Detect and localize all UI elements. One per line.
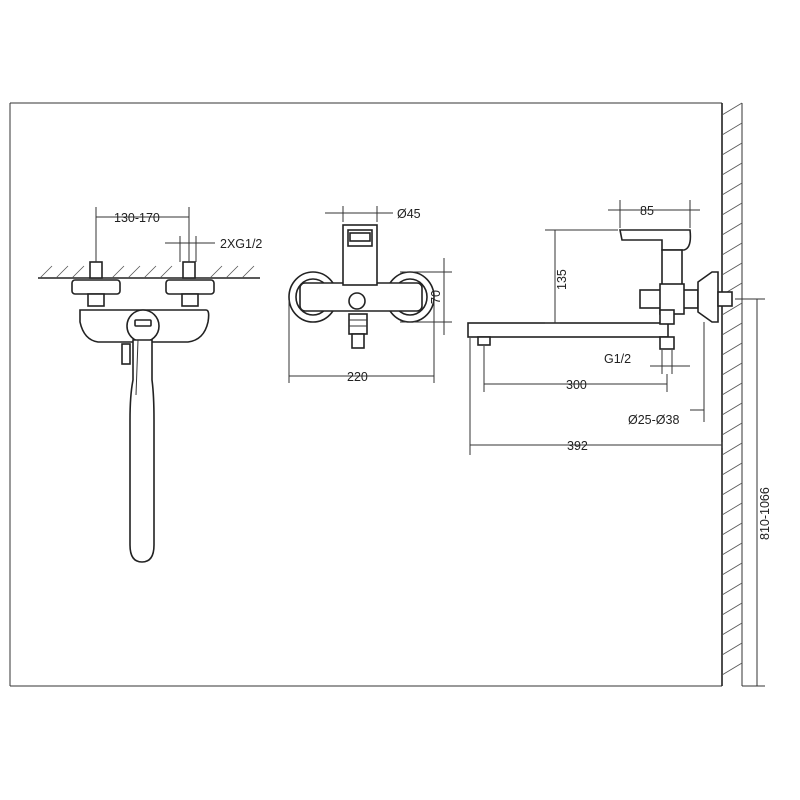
dim-overall-width: 220 [347, 370, 368, 384]
dim-total-projection: 392 [567, 439, 588, 453]
dim-body-height: 70 [429, 290, 443, 304]
dim-connection-thread: 2XG1/2 [220, 237, 262, 251]
dim-inlet-spacing: 130-170 [114, 211, 160, 225]
side-view [288, 206, 452, 383]
drawing-frame [9, 102, 722, 687]
dim-escutcheon-diameter: Ø25-Ø38 [628, 413, 679, 427]
dim-spout-length: 300 [566, 378, 587, 392]
dim-outlet-thread: G1/2 [604, 352, 631, 366]
dim-cartridge-diameter: Ø45 [397, 207, 421, 221]
wall-section [721, 102, 743, 686]
dim-handle-width: 85 [640, 204, 654, 218]
profile-view [467, 200, 765, 687]
dim-mounting-height: 810-1066 [758, 487, 772, 540]
dim-handle-height: 135 [555, 269, 569, 290]
front-view [38, 207, 260, 563]
